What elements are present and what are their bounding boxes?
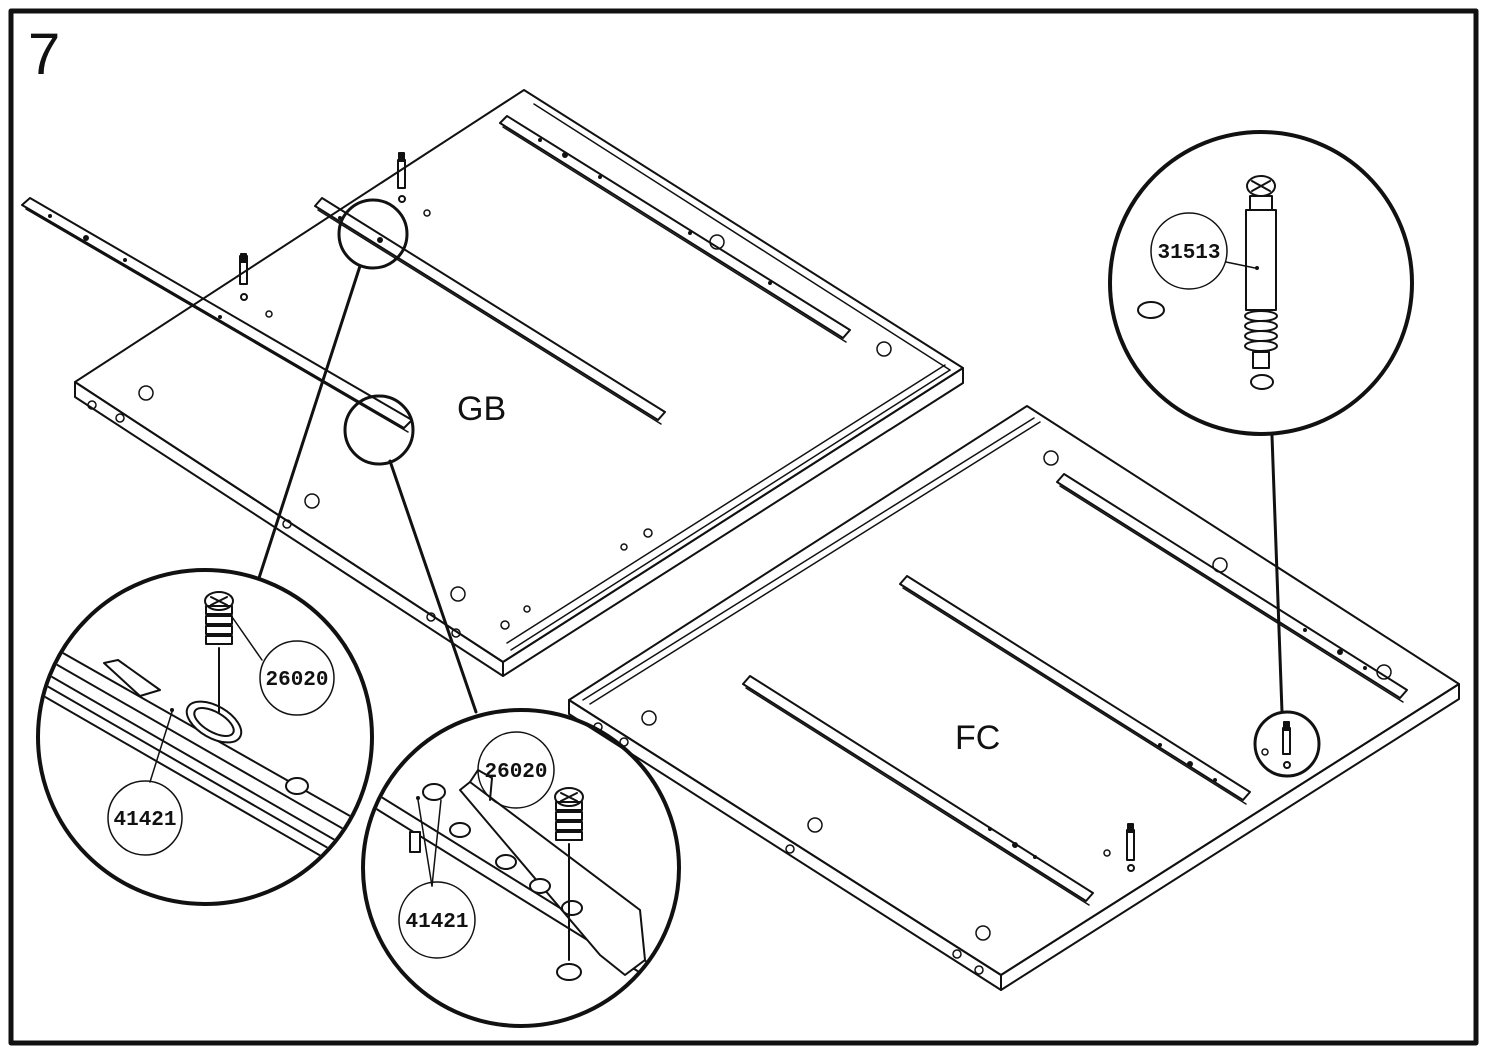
diagram-frame [8, 8, 1479, 1046]
detail-view-right: 31513 [1108, 130, 1414, 436]
callout-left-bottom-code: 41421 [113, 809, 176, 832]
detail-view-left: 26020 41421 [36, 568, 374, 906]
panel-fc: FC [568, 405, 1460, 991]
callout-right-code: 31513 [1157, 242, 1220, 265]
callout-middle-bottom-code: 41421 [405, 911, 468, 934]
detail-view-middle: 26020 41421 [361, 708, 681, 1028]
leader-lines [257, 264, 1284, 714]
panel-fc-label: FC [955, 719, 1000, 757]
callout-left-top-code: 26020 [265, 669, 328, 692]
panel-gb-label: GB [457, 390, 506, 428]
step-number: 7 [28, 22, 60, 87]
panel-gb: GB [21, 89, 964, 677]
callout-middle-top-code: 26020 [484, 761, 547, 784]
